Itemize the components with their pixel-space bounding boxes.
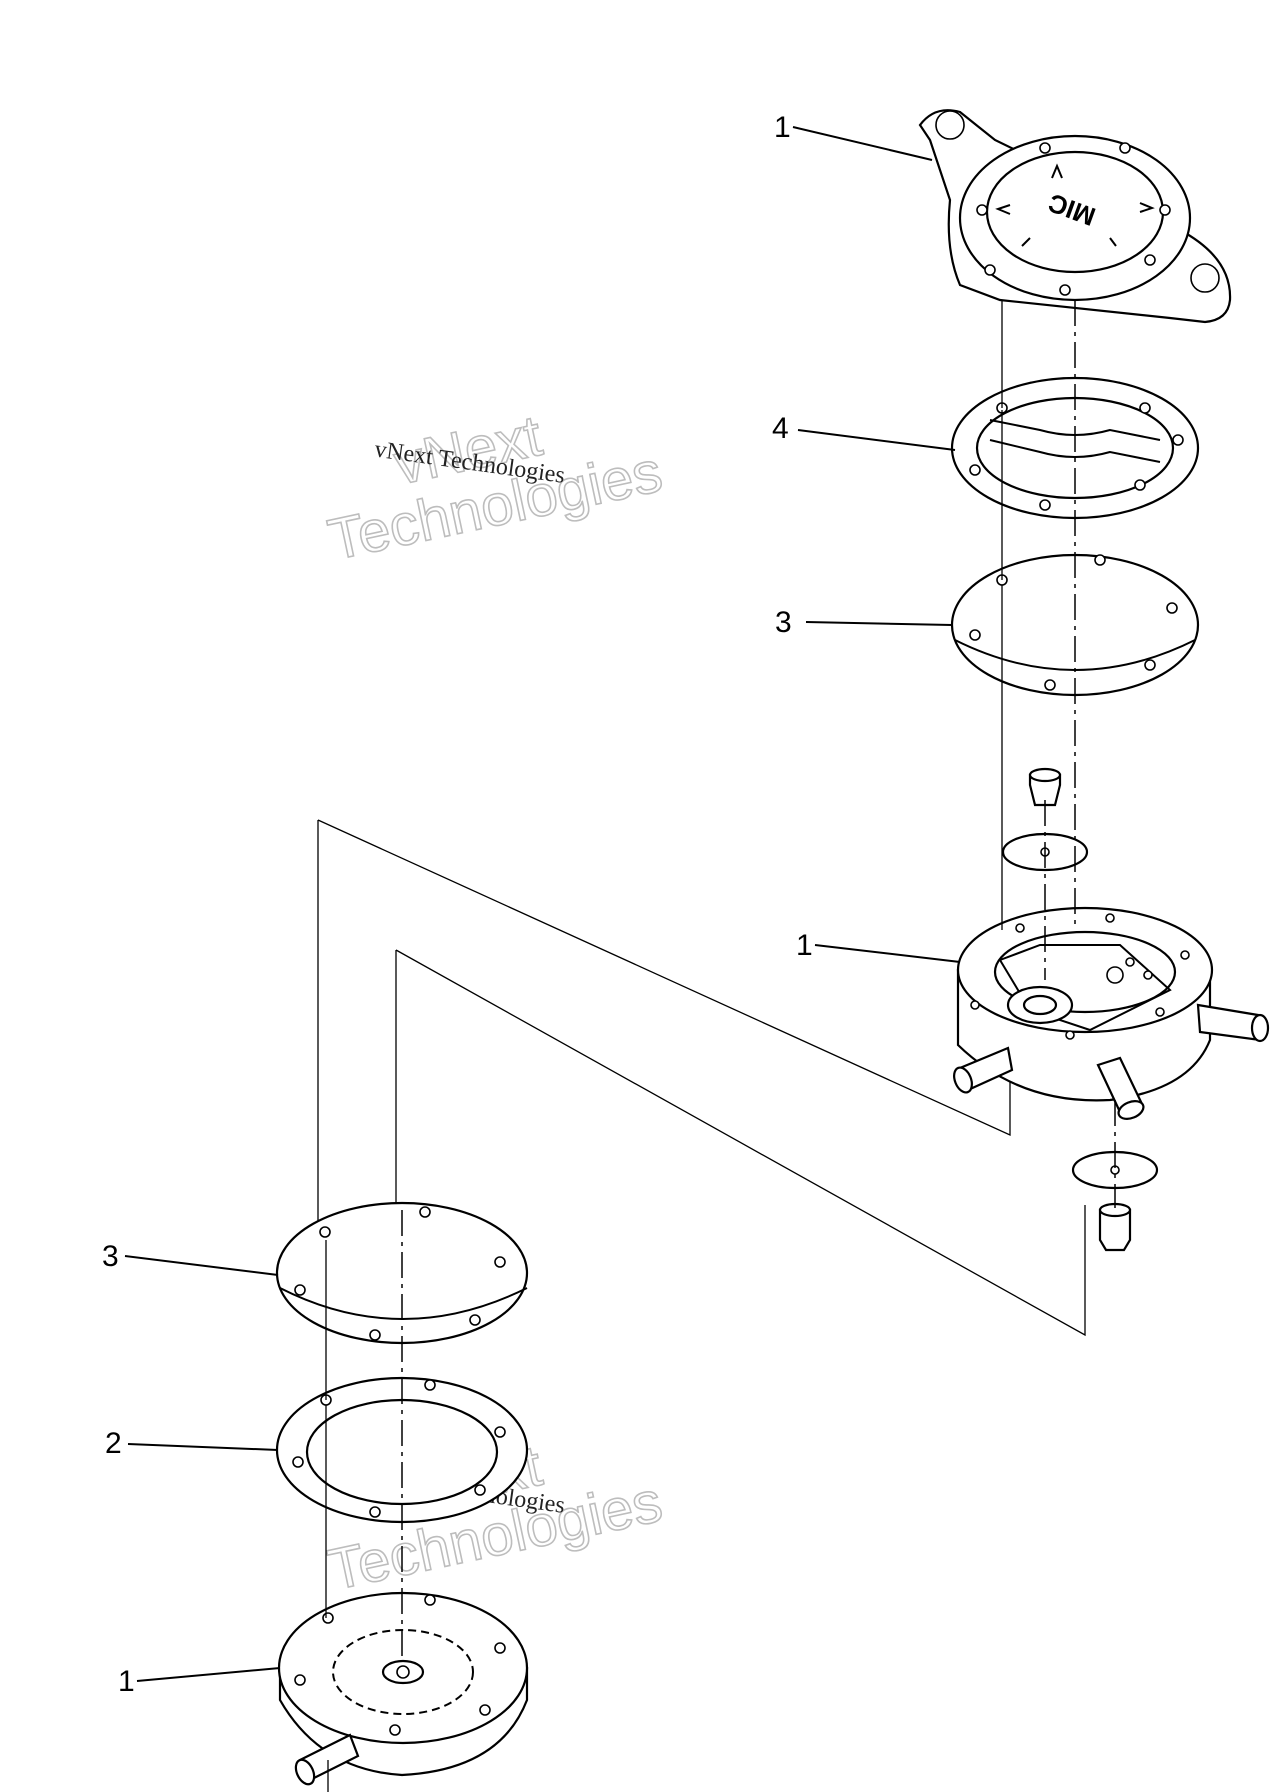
callout-top-cover: 1 [774, 111, 791, 144]
callout-diaphragm-3-lower: 3 [102, 1240, 119, 1273]
alignment-lines [325, 300, 1116, 1792]
base-cover-part [277, 1591, 529, 1786]
callout-labels: 1 4 3 1 3 2 1 [102, 111, 813, 1698]
phantom-lines [317, 819, 1086, 1337]
leader-lines [124, 126, 961, 1682]
top-cover-part: MIC [918, 109, 1232, 324]
callout-gasket-2: 2 [105, 1427, 122, 1460]
callout-diaphragm-3-upper: 3 [775, 606, 792, 639]
pump-body-part [953, 906, 1270, 1120]
check-valve-lower [1071, 1150, 1159, 1252]
callout-gasket-4: 4 [772, 412, 789, 445]
callout-base-cover: 1 [118, 1665, 135, 1698]
callout-pump-body: 1 [796, 929, 813, 962]
